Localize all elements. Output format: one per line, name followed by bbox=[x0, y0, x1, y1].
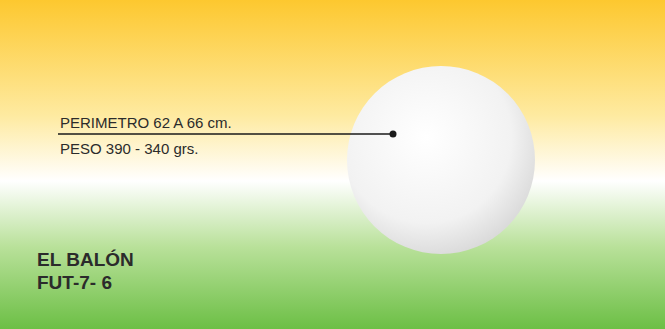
leader-line bbox=[58, 133, 393, 135]
ball bbox=[347, 66, 535, 254]
title: EL BALÓN FUT-7- 6 bbox=[37, 248, 155, 294]
spec-label: PERIMETRO 62 A 66 cm. bbox=[60, 114, 232, 132]
leader-dot bbox=[390, 131, 397, 138]
spec-label: PESO 390 - 340 grs. bbox=[60, 140, 198, 158]
